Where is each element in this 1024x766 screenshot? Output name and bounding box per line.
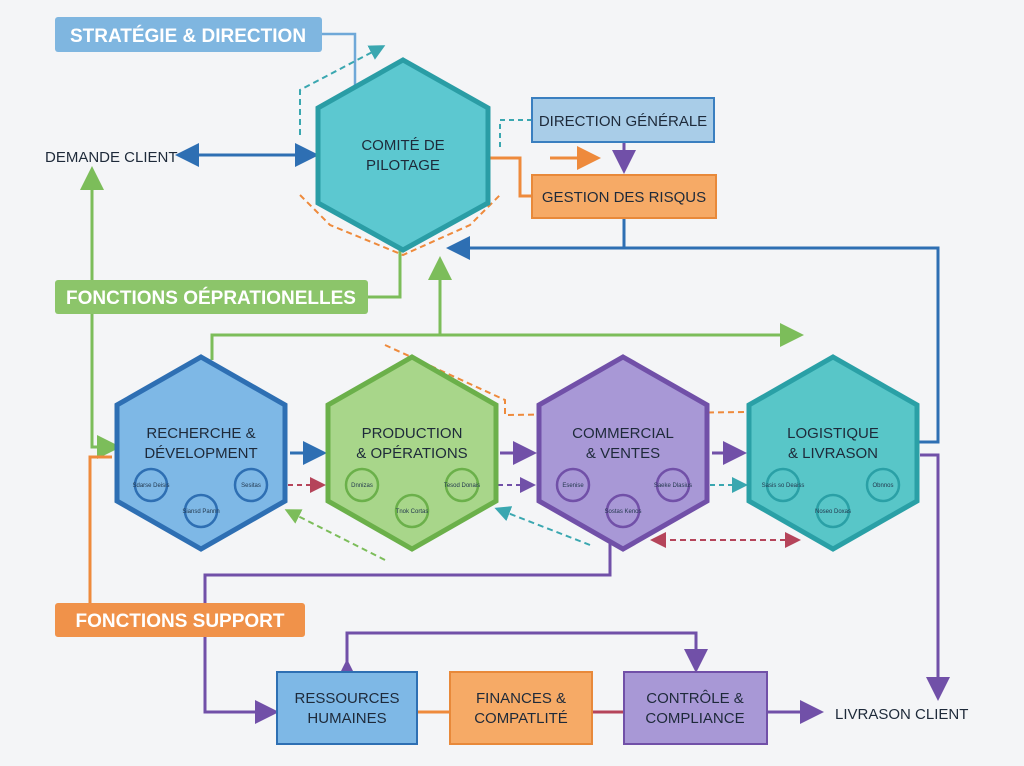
sub-unit-label: Noseo Doxas bbox=[815, 509, 851, 515]
support-box-finance[interactable]: FINANCES & COMPATLITÉ bbox=[449, 671, 593, 745]
sub-unit-label: Sesitas bbox=[241, 483, 261, 489]
hexagon-line2: & OPÉRATIONS bbox=[356, 445, 467, 462]
direction-label: DIRECTION GÉNÉRALE bbox=[539, 113, 707, 130]
section-support-label: FONCTIONS SUPPORT bbox=[75, 611, 284, 632]
hexagon-line2: DÉVELOPMENT bbox=[144, 445, 257, 462]
sub-unit-label: Saeke Dlasius bbox=[654, 483, 692, 489]
support-box-compliance[interactable]: CONTRÔLE & COMPLIANCE bbox=[623, 671, 768, 745]
sub-unit-label: Tnok Cortas bbox=[396, 509, 429, 515]
hexagon-line1: PRODUCTION bbox=[362, 425, 463, 442]
hexagon-line1: COMMERCIAL bbox=[572, 425, 674, 442]
hexagon-logistics[interactable]: LOGISTIQUE & LIVRASON Sasis so Deaiss Obnno… bbox=[746, 354, 920, 552]
finance-line1: FINANCES & bbox=[476, 690, 566, 707]
sub-unit-circle bbox=[655, 467, 691, 503]
sub-unit-circle bbox=[555, 467, 591, 503]
risks-label: GESTION DES RISQUS bbox=[542, 189, 706, 206]
connectors bbox=[80, 32, 950, 724]
delivery-client-label: LIVRASON CLIENT bbox=[835, 706, 968, 723]
sub-unit-label: Sostas Kenos bbox=[604, 509, 641, 515]
hr-line2: HUMAINES bbox=[307, 710, 386, 727]
sub-unit-circle bbox=[605, 493, 641, 529]
direction-generale-box[interactable]: DIRECTION GÉNÉRALE bbox=[531, 97, 715, 143]
sub-unit-circle bbox=[765, 467, 801, 503]
sub-unit-circle bbox=[233, 467, 269, 503]
risk-management-box[interactable]: GESTION DES RISQUS bbox=[531, 174, 717, 219]
section-support: FONCTIONS SUPPORT bbox=[55, 603, 305, 637]
hexagon-production[interactable]: PRODUCTION & OPÉRATIONS Dnnizas Tesod Donai… bbox=[325, 354, 499, 552]
sub-unit-label: Sasis so Deaiss bbox=[762, 483, 805, 489]
hexagon-line2: & VENTES bbox=[586, 445, 660, 462]
hexagon-line1: LOGISTIQUE bbox=[787, 425, 879, 442]
sub-unit-label: Tesod Donais bbox=[444, 483, 480, 489]
steering-committee-node[interactable]: COMITÉ DE PILOTAGE bbox=[315, 57, 491, 253]
finance-line2: COMPATLITÉ bbox=[474, 710, 568, 727]
sub-unit-circle bbox=[394, 493, 430, 529]
sub-unit-circle bbox=[183, 493, 219, 529]
sub-unit-label: Esenise bbox=[562, 483, 584, 489]
hr-line1: RESSOURCES bbox=[294, 690, 399, 707]
support-box-hr[interactable]: RESSOURCES HUMAINES bbox=[276, 671, 418, 745]
sub-unit-label: Sdarse Deisis bbox=[132, 483, 169, 489]
sub-unit-circle bbox=[133, 467, 169, 503]
committee-line1: COMITÉ DE bbox=[361, 137, 444, 154]
section-strategy-label: STRATÉGIE & DIRECTION bbox=[70, 25, 306, 47]
hexagon-line2: & LIVRASON bbox=[788, 445, 878, 462]
sub-unit-label: Dnnizas bbox=[351, 483, 373, 489]
sub-unit-circle bbox=[344, 467, 380, 503]
sub-unit-label: Obnnos bbox=[872, 483, 893, 489]
hexagon-line1: RECHERCHE & bbox=[146, 425, 255, 442]
section-operations-label: FONCTIONS OÉPRATIONELLES bbox=[66, 287, 356, 309]
hexagon-commercial[interactable]: COMMERCIAL & VENTES Esenise Saeke DlasiusSo… bbox=[536, 354, 710, 552]
sub-unit-circle bbox=[444, 467, 480, 503]
compliance-line1: CONTRÔLE & bbox=[646, 690, 744, 707]
section-operations: FONCTIONS OÉPRATIONELLES bbox=[55, 280, 368, 314]
sub-unit-circle bbox=[815, 493, 851, 529]
hexagon-rd[interactable]: RECHERCHE & DÉVELOPMENT Sdarse Deisis Sesit… bbox=[114, 354, 288, 552]
demand-client-label: DEMANDE CLIENT bbox=[45, 149, 178, 166]
compliance-line2: COMPLIANCE bbox=[645, 710, 744, 727]
sub-unit-label: Siansd Pannn bbox=[182, 509, 219, 515]
committee-line2: PILOTAGE bbox=[366, 157, 440, 174]
section-strategy: STRATÉGIE & DIRECTION bbox=[55, 17, 322, 52]
sub-unit-circle bbox=[865, 467, 901, 503]
